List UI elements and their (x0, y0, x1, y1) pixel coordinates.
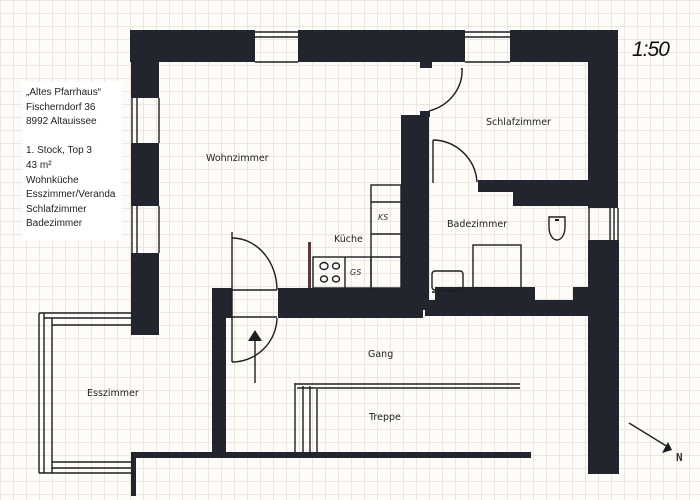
room-list-item: Esszimmer/Veranda (26, 189, 116, 201)
veranda-glazing (38, 312, 131, 474)
window-right (588, 208, 619, 240)
window-top-right (465, 31, 510, 63)
room-label-wohnzimmer: Wohnzimmer (206, 153, 269, 164)
toilet-flush (555, 219, 559, 221)
property-info-box: „Altes Pfarrhaus“ Fischerndorf 36 8992 A… (22, 82, 122, 240)
room-list-item: Badezimmer (26, 218, 83, 230)
scale-label: 1:50 (632, 38, 670, 61)
door-bathroom (432, 139, 478, 183)
door-bedroom (428, 67, 463, 112)
room-label-gang: Gang (368, 349, 394, 360)
property-name: „Altes Pfarrhaus“ (26, 87, 102, 98)
thin-lines (38, 31, 669, 474)
north-arrow-head (662, 442, 672, 453)
kitchen-counter (312, 184, 402, 289)
bath-fixtures (431, 216, 566, 293)
property-unit: 1. Stock, Top 3 (26, 145, 92, 157)
window-left-upper (131, 98, 160, 143)
walls (130, 30, 619, 496)
dishwasher-label: GS (350, 268, 362, 277)
window-top-left (255, 31, 298, 63)
property-city: 8992 Altauissee (26, 116, 97, 128)
entry-arrow-head (248, 330, 262, 341)
door-living-room (231, 232, 278, 363)
window-left-lower (131, 206, 160, 253)
fridge-label: KS (378, 213, 389, 222)
room-list-item: Wohnküche (26, 174, 79, 186)
room-list-item: Schlafzimmer (26, 203, 87, 215)
room-label-badezimmer: Badezimmer (447, 219, 508, 230)
north-arrow-line (628, 422, 669, 448)
north-label: N (676, 451, 683, 464)
room-label-esszimmer: Esszimmer (87, 388, 139, 399)
property-street: Fischerndorf 36 (26, 101, 96, 113)
staircase (294, 383, 520, 453)
room-label-treppe: Treppe (369, 412, 401, 423)
room-label-schlafzimmer: Schlafzimmer (486, 117, 551, 128)
kitchen-post (308, 242, 311, 288)
room-label-kueche: Küche (334, 234, 363, 245)
property-area: 43 m² (26, 159, 52, 171)
